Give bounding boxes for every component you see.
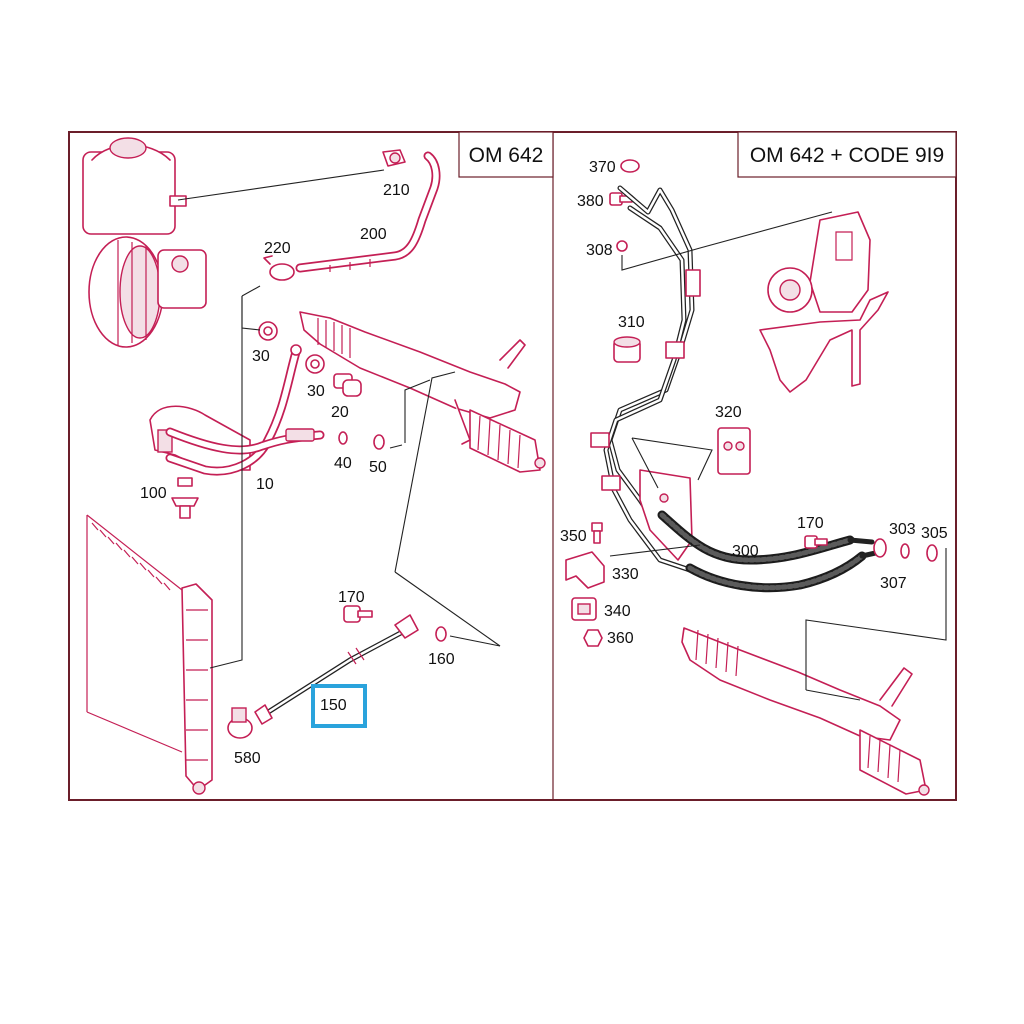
o-ring-40: [338, 431, 348, 445]
callout-150[interactable]: 150: [320, 697, 347, 714]
callout-305[interactable]: 305: [921, 525, 948, 542]
callout-320[interactable]: 320: [715, 404, 742, 421]
callout-330[interactable]: 330: [612, 566, 639, 583]
steering-gear-right-illustration: [681, 627, 930, 796]
callout-10[interactable]: 10: [256, 476, 274, 493]
clamp-220-illustration: [263, 255, 295, 281]
clamp-370: [620, 159, 640, 173]
washer-30-lower: [305, 354, 325, 374]
washer-30-upper: [258, 321, 278, 341]
leader-lines-right: [609, 211, 947, 701]
bracket-330: [565, 551, 605, 589]
callout-50[interactable]: 50: [369, 459, 387, 476]
callout-160[interactable]: 160: [428, 651, 455, 668]
o-ring-50: [373, 434, 385, 450]
callout-170-left[interactable]: 170: [338, 589, 365, 606]
fitting-303: [873, 538, 910, 559]
nut-360: [583, 629, 603, 647]
callout-580[interactable]: 580: [234, 750, 261, 767]
o-ring-160: [435, 626, 447, 642]
banjo-bolt-20: [333, 373, 362, 397]
left-panel-title: OM 642: [469, 144, 544, 167]
hose-150-illustration: [254, 614, 419, 725]
bolt-170-left: [343, 605, 373, 623]
bolt-100: [171, 477, 199, 519]
callout-210[interactable]: 210: [383, 182, 410, 199]
clamp-580: [227, 707, 253, 739]
callout-30-lower[interactable]: 30: [307, 383, 325, 400]
callout-20[interactable]: 20: [331, 404, 349, 421]
callout-340[interactable]: 340: [604, 603, 631, 620]
mount-340: [571, 597, 597, 621]
bolt-350: [591, 522, 603, 544]
pressure-hose-10-illustration: [165, 344, 325, 476]
clip-320: [717, 427, 751, 475]
callout-350[interactable]: 350: [560, 528, 587, 545]
steering-pump-illustration: [82, 137, 207, 348]
washer-308: [616, 240, 628, 252]
radiator-illustration: [86, 514, 213, 795]
callout-360[interactable]: 360: [607, 630, 634, 647]
bolt-170-right: [804, 535, 828, 549]
steering-gear-left-illustration: [299, 311, 546, 473]
callout-30-upper[interactable]: 30: [252, 348, 270, 365]
isolator-310: [613, 336, 641, 363]
callout-40[interactable]: 40: [334, 455, 352, 472]
callout-200[interactable]: 200: [360, 226, 387, 243]
pump-right-illustration: [759, 211, 889, 393]
right-panel-title: OM 642 + CODE 9I9: [750, 144, 944, 167]
callout-370[interactable]: 370: [589, 159, 616, 176]
left-panel-title-box: OM 642: [458, 131, 554, 178]
callout-300[interactable]: 300: [732, 543, 759, 560]
leader-lines-left: [177, 169, 501, 669]
callout-303[interactable]: 303: [889, 521, 916, 538]
callout-380[interactable]: 380: [577, 193, 604, 210]
callout-308[interactable]: 308: [586, 242, 613, 259]
callout-220[interactable]: 220: [264, 240, 291, 257]
pressure-hose-300-illustration: [657, 510, 883, 593]
callout-150-highlight: [311, 684, 367, 728]
callout-170-right[interactable]: 170: [797, 515, 824, 532]
o-ring-305: [926, 544, 938, 562]
callout-100[interactable]: 100: [140, 485, 167, 502]
callout-307[interactable]: 307: [880, 575, 907, 592]
callout-310[interactable]: 310: [618, 314, 645, 331]
right-panel-title-box: OM 642 + CODE 9I9: [737, 131, 957, 178]
return-hose-illustration: [295, 149, 441, 273]
